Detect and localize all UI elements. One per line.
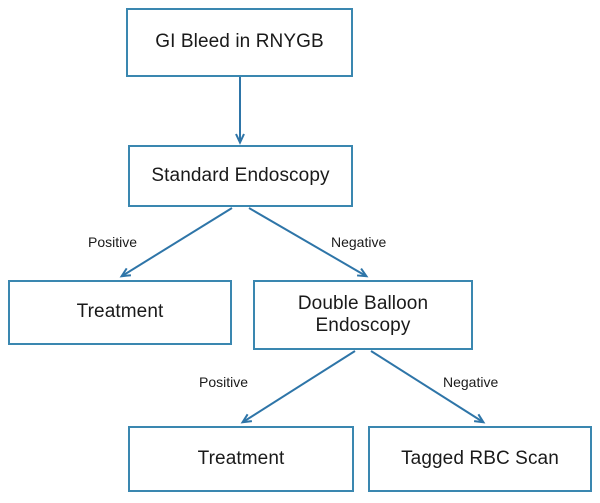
edge-label-negative-upper: Negative: [331, 234, 387, 250]
edge-double-balloon-to-treatment: [240, 350, 356, 424]
node-standard-endoscopy[interactable]: Standard Endoscopy: [128, 145, 353, 207]
edge-standard-endoscopy-to-treatment: [119, 207, 233, 278]
node-tagged-rbc-scan[interactable]: Tagged RBC Scan: [368, 426, 592, 492]
node-double-balloon-endoscopy-label: Double Balloon Endoscopy: [297, 292, 429, 336]
node-treatment-lower[interactable]: Treatment: [128, 426, 354, 492]
edge-label-negative-lower: Negative: [443, 374, 499, 390]
edge-label-positive-upper: Positive: [88, 234, 138, 250]
node-gi-bleed[interactable]: GI Bleed in RNYGB: [126, 8, 353, 77]
node-double-balloon-endoscopy[interactable]: Double Balloon Endoscopy: [253, 280, 473, 350]
node-treatment-lower-label: Treatment: [197, 447, 285, 469]
edge-label-positive-lower: Positive: [199, 374, 249, 390]
node-standard-endoscopy-label: Standard Endoscopy: [151, 164, 330, 186]
node-treatment-upper-label: Treatment: [76, 301, 164, 323]
node-treatment-upper[interactable]: Treatment: [8, 280, 232, 345]
node-gi-bleed-label: GI Bleed in RNYGB: [155, 31, 324, 53]
node-tagged-rbc-scan-label: Tagged RBC Scan: [401, 447, 559, 469]
